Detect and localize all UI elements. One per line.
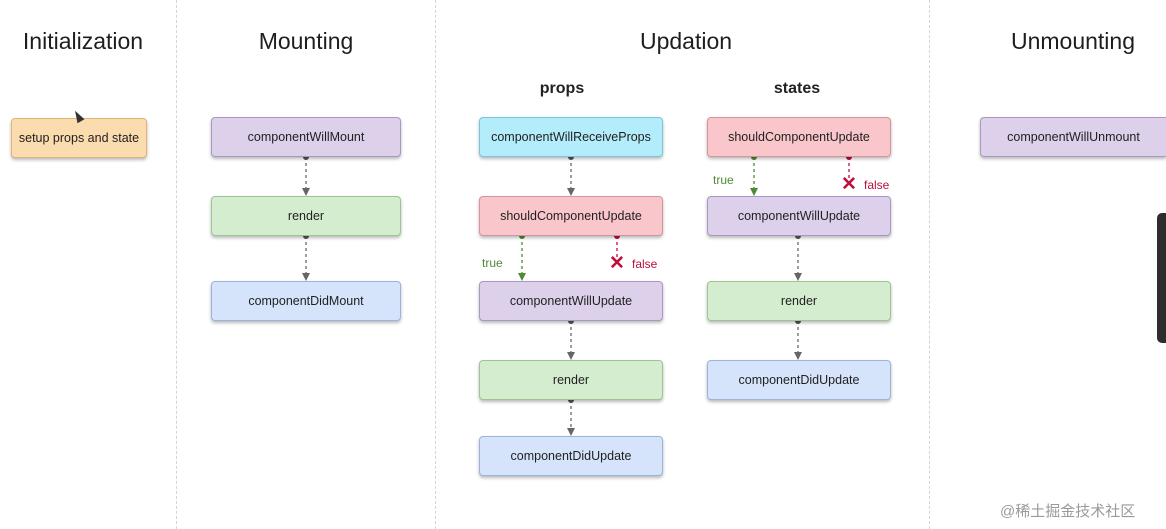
box-componentWillUnmount: componentWillUnmount bbox=[980, 117, 1166, 157]
phase-title-unmounting: Unmounting bbox=[1010, 28, 1136, 54]
false-x-icon: ✕ bbox=[609, 253, 625, 274]
subtitle-props: props bbox=[539, 80, 585, 97]
box-props-shouldComponentUpdate: shouldComponentUpdate bbox=[479, 196, 663, 236]
label-props-true: true bbox=[482, 256, 503, 270]
box-states-componentWillUpdate: componentWillUpdate bbox=[707, 196, 891, 236]
false-x-icon: ✕ bbox=[841, 174, 857, 195]
box-props-componentWillReceiveProps: componentWillReceiveProps bbox=[479, 117, 663, 157]
column-divider-3 bbox=[929, 0, 930, 529]
label-states-false: false bbox=[864, 178, 890, 192]
box-mount-componentDidMount: componentDidMount bbox=[211, 281, 401, 321]
watermark: @稀土掘金技术社区 bbox=[1000, 503, 1136, 520]
subtitle-states: states bbox=[773, 80, 821, 97]
box-props-render: render bbox=[479, 360, 663, 400]
box-props-componentWillUpdate: componentWillUpdate bbox=[479, 281, 663, 321]
column-divider-2 bbox=[435, 0, 436, 529]
column-divider-1 bbox=[176, 0, 177, 529]
box-props-componentDidUpdate: componentDidUpdate bbox=[479, 436, 663, 476]
side-panel-tab[interactable] bbox=[1157, 213, 1166, 343]
box-states-shouldComponentUpdate: shouldComponentUpdate bbox=[707, 117, 891, 157]
box-states-render: render bbox=[707, 281, 891, 321]
box-setup-props-and-state: setup props and state bbox=[11, 118, 147, 158]
phase-title-mounting: Mounting bbox=[258, 28, 354, 54]
phase-title-updation: Updation bbox=[639, 28, 733, 54]
label-props-false: false bbox=[632, 257, 658, 271]
phase-title-initialization: Initialization bbox=[22, 28, 144, 54]
box-mount-componentWillMount: componentWillMount bbox=[211, 117, 401, 157]
box-states-componentDidUpdate: componentDidUpdate bbox=[707, 360, 891, 400]
label-states-true: true bbox=[713, 173, 734, 187]
box-mount-render: render bbox=[211, 196, 401, 236]
